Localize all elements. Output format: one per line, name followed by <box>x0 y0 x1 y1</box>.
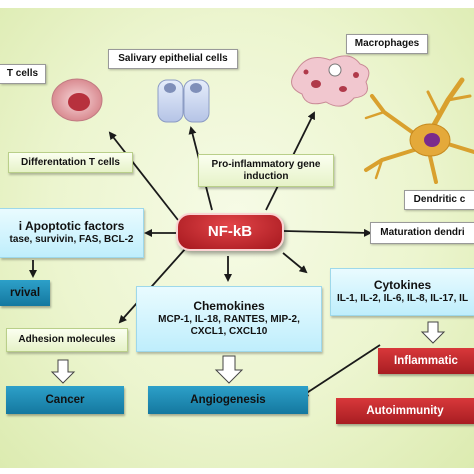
anti-apoptotic-items: tase, survivin, FAS, BCL-2 <box>9 234 134 245</box>
autoimmunity-text: Autoimmunity <box>366 405 444 417</box>
dendritic-text: Dendritic c <box>413 194 466 205</box>
differentiation-box: Differentation T cells <box>8 152 133 173</box>
t-cell-icon <box>51 78 103 122</box>
arrow-to-maturation <box>283 228 372 237</box>
proinflammatory-line-1: Pro-inflammatory gene <box>211 158 321 170</box>
inflammation-text: Inflammatic <box>394 355 458 367</box>
salivary-epithelial-cells-icon <box>157 79 210 123</box>
chemokines-title: Chemokines <box>193 299 265 313</box>
angiogenesis-text: Angiogenesis <box>190 394 266 406</box>
cytokines-title: Cytokines <box>373 278 432 292</box>
proinflammatory-line-2: induction <box>243 170 289 182</box>
hollow-arrow-cytokines-inflammation <box>420 321 446 344</box>
cancer-text: Cancer <box>45 394 85 406</box>
chemokines-box: Chemokines MCP-1, IL-18, RANTES, MIP-2, … <box>136 286 322 352</box>
macrophages-label: Macrophages <box>346 34 428 54</box>
differentiation-text: Differentation T cells <box>21 156 120 168</box>
nfkb-node: NF-kB <box>176 213 284 251</box>
salivary-text: Salivary epithelial cells <box>118 53 228 64</box>
chemokines-line-1: MCP-1, IL-18, RANTES, MIP-2, <box>158 314 300 325</box>
inflammation-box: Inflammatic <box>378 348 474 374</box>
survival-text: rvival <box>9 287 41 299</box>
dendritic-label: Dendritic c <box>404 190 474 210</box>
maturation-box: Maturation dendri <box>370 222 474 244</box>
maturation-text: Maturation dendri <box>380 227 465 238</box>
adhesion-box: Adhesion molecules <box>6 328 128 352</box>
arrow-inflammation-to-angiogenesis <box>300 344 381 398</box>
anti-apoptotic-box: i Apoptotic factors tase, survivin, FAS,… <box>0 208 144 258</box>
macrophages-text: Macrophages <box>354 38 420 49</box>
cancer-box: Cancer <box>6 386 124 414</box>
salivary-label: Salivary epithelial cells <box>108 49 238 69</box>
proinflammatory-box: Pro-inflammatory gene induction <box>198 154 334 187</box>
survival-box: rvival <box>0 280 50 306</box>
arrow-to-adhesion <box>118 247 187 324</box>
dendritic-cell-icon <box>364 77 474 184</box>
angiogenesis-box: Angiogenesis <box>148 386 308 414</box>
chemokines-line-2: CXCL1, CXCL10 <box>190 326 268 337</box>
autoimmunity-box: Autoimmunity <box>336 398 474 424</box>
adhesion-text: Adhesion molecules <box>18 334 116 345</box>
nfkb-text: NF-kB <box>207 223 253 240</box>
t-cells-text: T cells <box>6 68 39 79</box>
hollow-arrow-chemokines-angiogenesis <box>214 355 244 384</box>
cytokines-box: Cytokines IL-1, IL-2, IL-6, IL-8, IL-17,… <box>330 268 474 316</box>
t-cells-label: T cells <box>0 64 46 84</box>
anti-apoptotic-title: i Apoptotic factors <box>18 219 125 233</box>
arrow-to-t-cells <box>108 131 179 221</box>
macrophage-icon <box>291 55 370 107</box>
hollow-arrow-adhesion-cancer <box>50 359 76 384</box>
hollow-arrows <box>50 321 446 384</box>
arrow-to-cytokines <box>282 252 308 274</box>
cytokines-items: IL-1, IL-2, IL-6, IL-8, IL-17, IL <box>336 293 469 304</box>
